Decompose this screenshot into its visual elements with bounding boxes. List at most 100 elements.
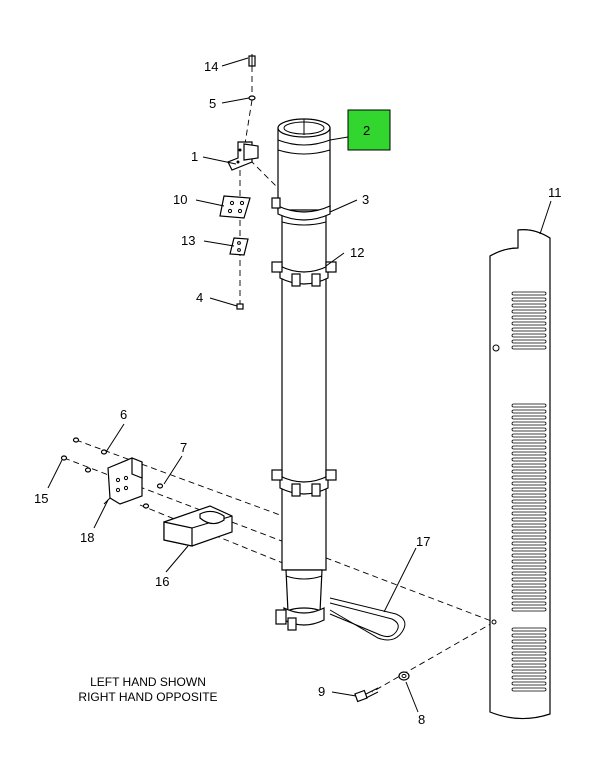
shield-slot [511, 675, 547, 680]
bolt-part-9 [354, 687, 379, 703]
shield-slot [511, 487, 547, 492]
bottom-clamp [275, 607, 325, 631]
shield-slot [511, 475, 547, 480]
heat-shield-part-11 [489, 229, 551, 720]
shield-slot [511, 433, 547, 438]
shield-slot [511, 303, 547, 308]
callout-9: 9 [318, 684, 325, 699]
shield-slot [511, 627, 547, 632]
callout-3: 3 [362, 192, 369, 207]
shield-slot [511, 595, 547, 600]
washer-part-5 [248, 95, 256, 101]
shield-slot [511, 421, 547, 426]
shield-slot [511, 657, 547, 662]
shield-slot [511, 633, 547, 638]
shield-slot [511, 493, 547, 498]
shield-slot [511, 535, 547, 540]
shield-slot [511, 309, 547, 314]
shield-slot [511, 553, 547, 558]
shield-slot [511, 469, 547, 474]
leader-lines [47, 57, 552, 713]
shield-slot [511, 445, 547, 450]
shield-slot [511, 327, 547, 332]
saddle-part-16 [163, 505, 233, 547]
lower-clamp [271, 469, 337, 497]
shield-slot [511, 499, 547, 504]
shield-slot [511, 481, 547, 486]
note-line-2: RIGHT HAND OPPOSITE [78, 690, 217, 704]
callout-15: 15 [34, 491, 48, 506]
shield-slot [511, 687, 547, 692]
shield-slot [511, 523, 547, 528]
bracket-part-18 [103, 457, 143, 505]
plate-part-13 [229, 237, 249, 256]
bolt-part-14 [248, 54, 256, 67]
clamp-part-3 [271, 197, 331, 221]
callout-2[interactable]: 2 [363, 123, 370, 138]
callout-12: 12 [350, 245, 364, 260]
assembly-dashed-lines [63, 66, 495, 693]
callout-13: 13 [181, 233, 195, 248]
callout-14: 14 [204, 59, 218, 74]
shield-slot [511, 409, 547, 414]
shield-slot [511, 315, 547, 320]
bracket-part-1 [227, 141, 259, 171]
washer-part-8 [398, 671, 410, 681]
shield-slot [511, 607, 547, 612]
shield-hole [491, 619, 497, 625]
shield-slot [511, 451, 547, 456]
callout-6: 6 [120, 407, 127, 422]
shield-slot [511, 559, 547, 564]
shield-slot [511, 427, 547, 432]
shield-slot [511, 577, 547, 582]
clamp-part-12 [271, 261, 337, 287]
shield-slot [511, 511, 547, 516]
plate-part-10 [219, 195, 251, 219]
shield-slot [511, 663, 547, 668]
callout-1: 1 [191, 149, 198, 164]
callout-11: 11 [548, 185, 562, 200]
shield-slot [511, 681, 547, 686]
highlight-box-part-2[interactable] [347, 109, 391, 151]
handle-part-17 [329, 597, 406, 641]
shield-slot [511, 439, 547, 444]
callout-10: 10 [173, 192, 187, 207]
nut-part-4 [236, 303, 244, 310]
shield-slot [511, 601, 547, 606]
shield-slot [511, 645, 547, 650]
shield-slot [511, 403, 547, 408]
shield-slot [511, 583, 547, 588]
shield-slot [511, 651, 547, 656]
shield-slot [511, 517, 547, 522]
shield-slot [511, 339, 547, 344]
small-fasteners [60, 437, 164, 509]
shield-slot [511, 669, 547, 674]
callout-17: 17 [416, 534, 430, 549]
exhaust-pipe [277, 118, 331, 621]
shield-slot [511, 463, 547, 468]
callout-18: 18 [80, 530, 94, 545]
note-line-1: LEFT HAND SHOWN [90, 675, 206, 689]
shield-slot [511, 415, 547, 420]
shield-slot [511, 345, 547, 350]
shield-slot [511, 291, 547, 296]
shield-slot [511, 321, 547, 326]
callout-7: 7 [180, 440, 187, 455]
shield-slot [511, 333, 547, 338]
shield-slot [511, 547, 547, 552]
shield-slot [511, 529, 547, 534]
callout-16: 16 [155, 574, 169, 589]
shield-slots [511, 291, 547, 692]
callout-5: 5 [209, 96, 216, 111]
shield-slot [511, 297, 547, 302]
shield-slot [511, 639, 547, 644]
callout-8: 8 [418, 712, 425, 727]
shield-slot [511, 541, 547, 546]
shield-slot [511, 589, 547, 594]
shield-slot [511, 505, 547, 510]
shield-slot [511, 571, 547, 576]
callout-4: 4 [196, 290, 203, 305]
shield-slot [511, 565, 547, 570]
